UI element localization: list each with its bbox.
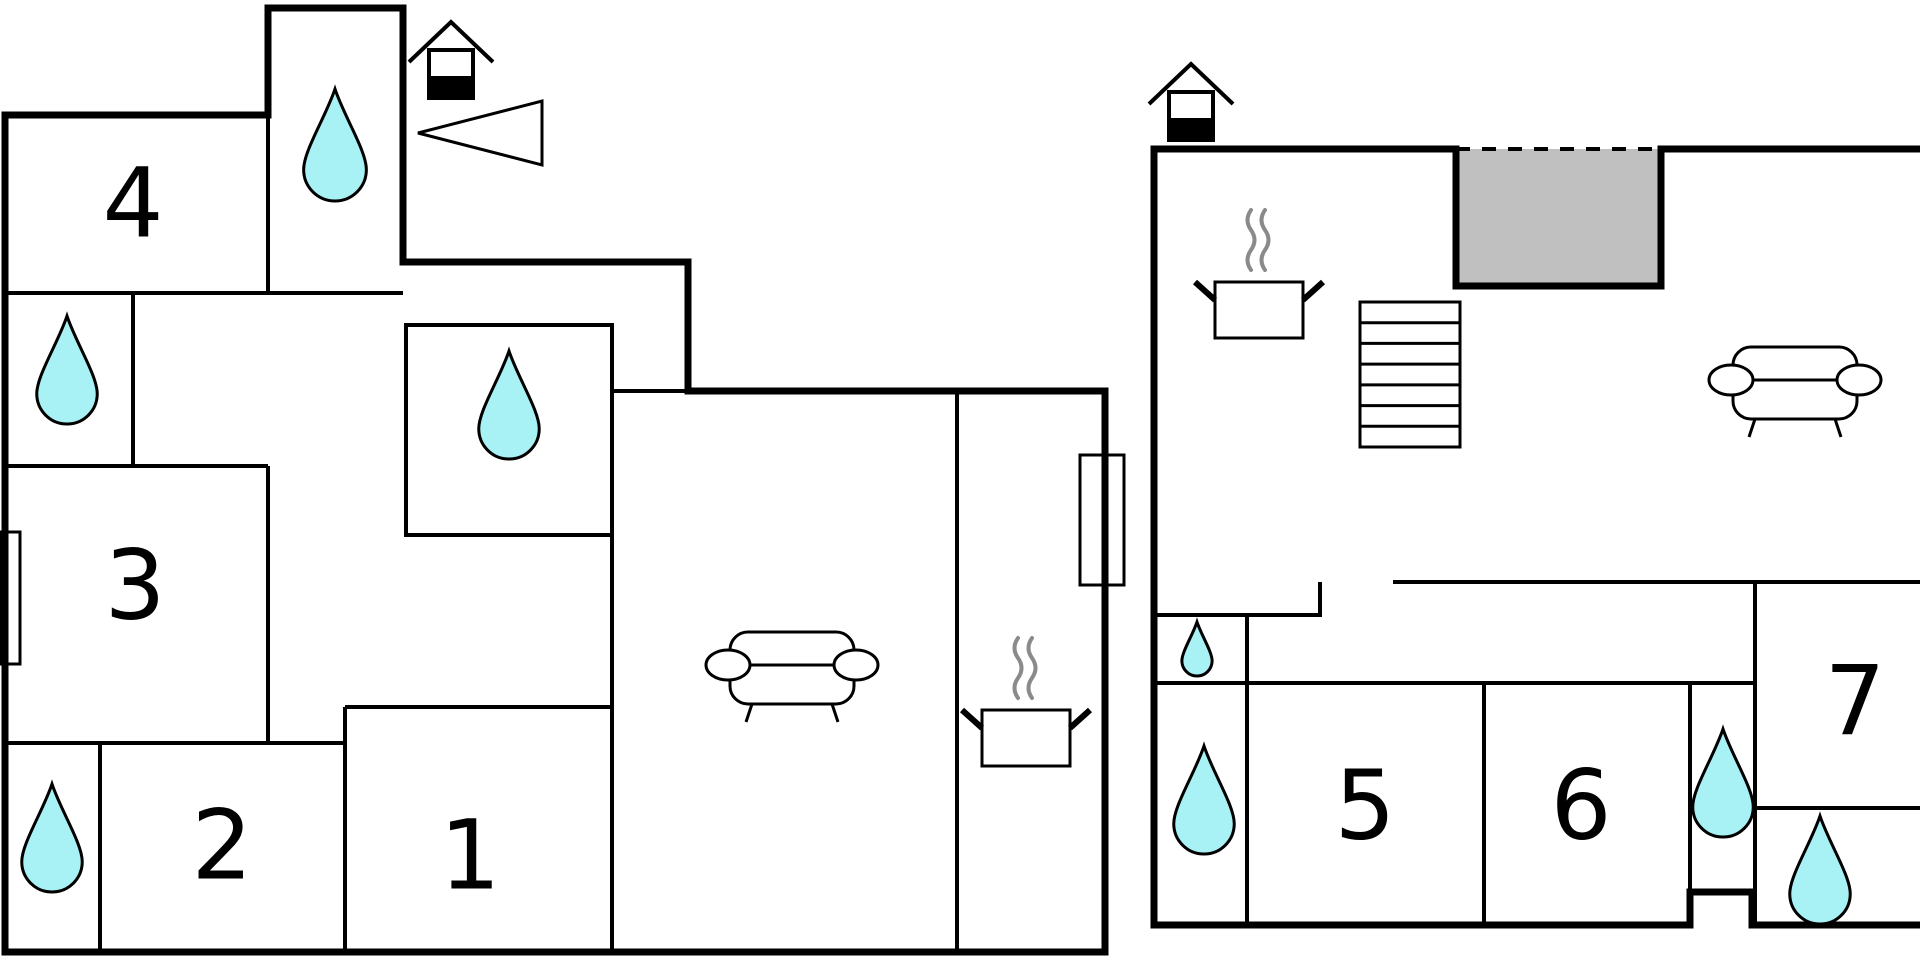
- interior-walls-left: [5, 115, 959, 952]
- window-right: [1078, 453, 1126, 587]
- sofa-icon: [704, 630, 880, 723]
- room-label-5: 5: [1334, 749, 1395, 861]
- interior-walls-right: [1154, 580, 1920, 925]
- cooking-pot-icon: [959, 636, 1093, 768]
- icons-layer: [20, 19, 1883, 926]
- cooking-pot-icon: [1192, 208, 1326, 340]
- outer-wall-right: [1452, 145, 1665, 290]
- floor-plan-left: [0, 4, 1126, 956]
- water-drop-icon: [35, 311, 99, 426]
- room-label-2: 2: [191, 789, 252, 901]
- room-label-7: 7: [1824, 645, 1885, 757]
- sofa-icon: [1707, 345, 1883, 438]
- stair-void: [1456, 149, 1661, 286]
- room-label-4: 4: [102, 147, 163, 259]
- outer-wall-right-main: [1150, 145, 1920, 929]
- window-left: [0, 530, 22, 666]
- room-label-3: 3: [104, 529, 165, 641]
- water-drop-icon: [20, 779, 84, 894]
- room-label-6: 6: [1550, 749, 1611, 861]
- water-drop-icon: [1172, 741, 1236, 856]
- room-label-1: 1: [439, 799, 500, 911]
- house-entrance-icon: [407, 19, 495, 100]
- outer-wall-left: [1, 4, 1109, 956]
- room-labels: 1 2 3 4 5 6 7: [102, 147, 1885, 911]
- water-drop-icon: [477, 346, 541, 461]
- water-drop-icon: [1691, 724, 1755, 839]
- water-drop-icon: [1180, 617, 1214, 678]
- water-drop-icon: [1788, 811, 1852, 926]
- terrace-triangle-icon: [417, 99, 544, 167]
- floor-plan-right: [1150, 145, 1920, 929]
- house-entrance-icon: [1147, 61, 1235, 142]
- staircase-icon: [1358, 300, 1462, 449]
- water-drop-icon: [302, 84, 368, 203]
